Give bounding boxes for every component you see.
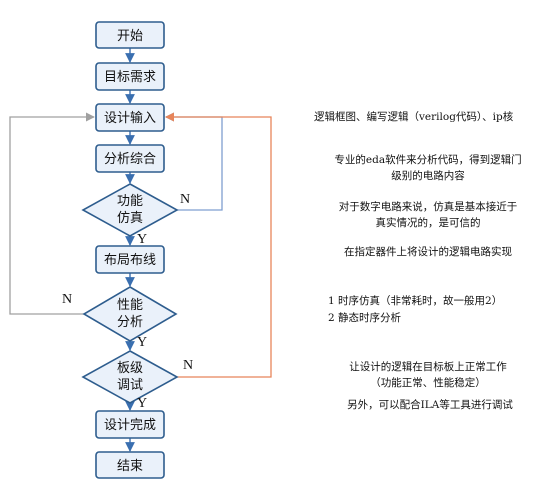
board-debug-label-line2: 调试 [117,378,143,393]
perf-analysis-label-line2: 分析 [117,315,143,330]
board-debug-yes-label: Y [137,396,147,411]
design-done-box [95,410,165,439]
note-board-debug-line1: 让设计的逻辑在目标板上正常工作 [349,361,507,373]
perf-analysis-label-line1: 性能 [117,298,143,313]
note-synthesis-line1: 专业的eda软件来分析代码，得到逻辑门 [334,154,522,166]
start-box [95,21,165,49]
synthesis-box [95,144,165,173]
loop-func-sim-to-design-input [165,112,223,211]
design-done-label: 设计完成 [104,418,156,433]
design-input-label: 设计输入 [104,110,156,126]
note-design-input: 逻辑框图、编写逻辑（verilog代码）、ip核 [314,111,514,123]
board-debug-no-label: N [183,358,193,373]
note-board-debug-line2: （功能正常、性能稳定） [370,377,486,389]
func-sim-no-label: N [180,192,190,207]
place-route-label: 布局布线 [104,253,156,268]
board-debug-diamond [81,350,179,404]
note-synthesis-line2: 级别的电路内容 [391,170,465,182]
func-sim-label-line2: 仿真 [117,211,143,226]
requirements-label: 目标需求 [104,70,156,85]
end-box [95,451,165,479]
board-debug-label-line1: 板级 [117,361,143,376]
start-label: 开始 [117,29,143,44]
end-label: 结束 [117,459,143,474]
perf-analysis-no-label: N [62,292,72,307]
loop-board-to-design-input [165,112,272,378]
synthesis-label: 分析综合 [104,152,156,167]
note-perf-analysis-line1: 1 时序仿真（非常耗时，故一般用2） [328,295,503,307]
requirements-box [95,62,165,91]
note-board-debug-extra: 另外，可以配合ILA等工具进行调试 [347,399,513,411]
func-sim-diamond [81,183,179,237]
note-perf-analysis-line2: 2 静态时序分析 [328,312,402,324]
place-route-box [95,245,165,274]
note-func-sim-line2: 真实情况的，是可信的 [375,217,481,229]
note-place-route: 在指定器件上将设计的逻辑电路实现 [344,246,512,258]
design-input-box [95,103,165,132]
perf-analysis-yes-label: Y [137,335,147,350]
loop-perf-to-design-input [9,112,95,315]
func-sim-label-line1: 功能 [117,194,143,209]
perf-analysis-diamond [82,286,178,342]
func-sim-yes-label: Y [137,232,147,247]
note-func-sim-line1: 对于数字电路来说，仿真是基本接近于 [338,201,518,213]
